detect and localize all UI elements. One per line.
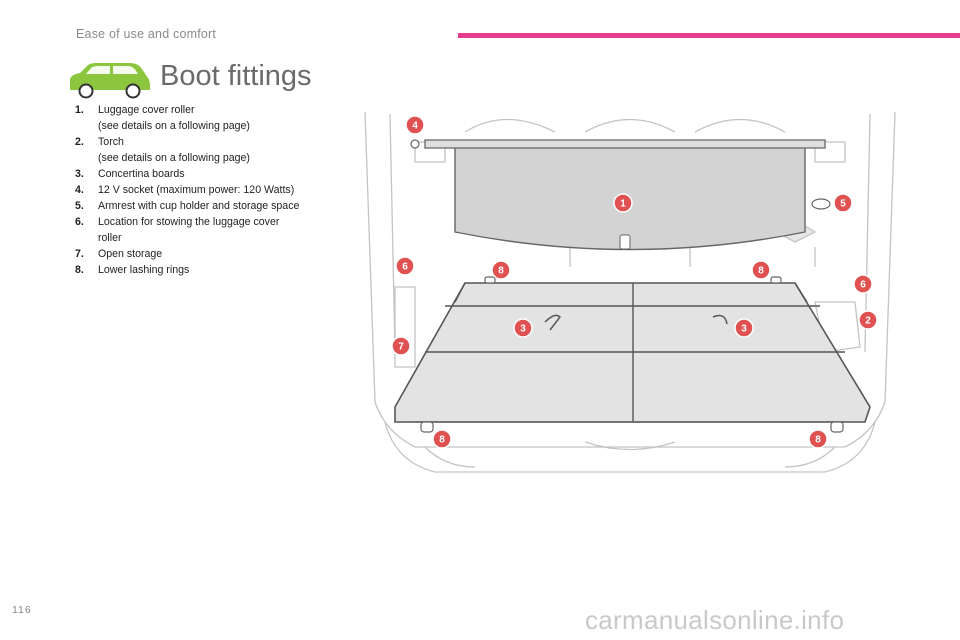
callout-marker-6: 6: [395, 256, 415, 276]
svg-text:2: 2: [865, 316, 871, 327]
callout-marker-8d: 8: [808, 429, 828, 449]
legend-item: 5.Armrest with cup holder and storage sp…: [75, 200, 300, 212]
header-accent-rule: [458, 33, 960, 38]
callout-marker-3: 3: [513, 318, 533, 338]
callout-marker-2: 2: [858, 310, 878, 330]
callout-marker-1: 1: [613, 193, 633, 213]
watermark: carmanualsonline.info: [585, 605, 845, 635]
svg-text:8: 8: [439, 435, 445, 446]
svg-text:7: 7: [398, 342, 404, 353]
legend-item: 3.Concertina boards: [75, 168, 185, 180]
callout-marker-3b: 3: [734, 318, 754, 338]
callout-marker-8a: 8: [491, 260, 511, 280]
page-heading: Boot fittings: [160, 60, 312, 92]
callout-marker-7: 7: [391, 336, 411, 356]
legend-item: 4.12 V socket (maximum power: 120 Watts): [75, 184, 295, 196]
legend-item: 8.Lower lashing rings: [75, 264, 190, 276]
callout-marker-8b: 8: [751, 260, 771, 280]
boot-diagram: 1 2 3 3 4 5 6 6 7 8 8 8 8: [364, 111, 896, 473]
legend-item: 1.Luggage cover roller (see details on a…: [75, 104, 250, 132]
page-number: 116: [12, 604, 32, 616]
callout-marker-6b: 6: [853, 274, 873, 294]
car-icon: [70, 63, 150, 99]
legend-item: 2.Torch (see details on a following page…: [75, 136, 250, 164]
callout-marker-8c: 8: [432, 429, 452, 449]
svg-text:1: 1: [620, 199, 626, 210]
svg-text:3: 3: [520, 324, 526, 335]
svg-text:6: 6: [402, 262, 408, 273]
callout-marker-4: 4: [405, 115, 425, 135]
callout-marker-5: 5: [833, 193, 853, 213]
svg-text:3: 3: [741, 324, 747, 335]
legend-list: 1.Luggage cover roller (see details on a…: [75, 102, 350, 278]
legend-item: 7.Open storage: [75, 248, 163, 260]
svg-text:4: 4: [412, 121, 418, 132]
legend-item: 6.Location for stowing the luggage cover…: [75, 216, 280, 244]
svg-text:8: 8: [498, 266, 504, 277]
svg-text:8: 8: [815, 435, 821, 446]
svg-text:5: 5: [840, 199, 846, 210]
section-title: Ease of use and comfort: [76, 27, 217, 41]
svg-text:6: 6: [860, 280, 866, 291]
svg-text:8: 8: [758, 266, 764, 277]
